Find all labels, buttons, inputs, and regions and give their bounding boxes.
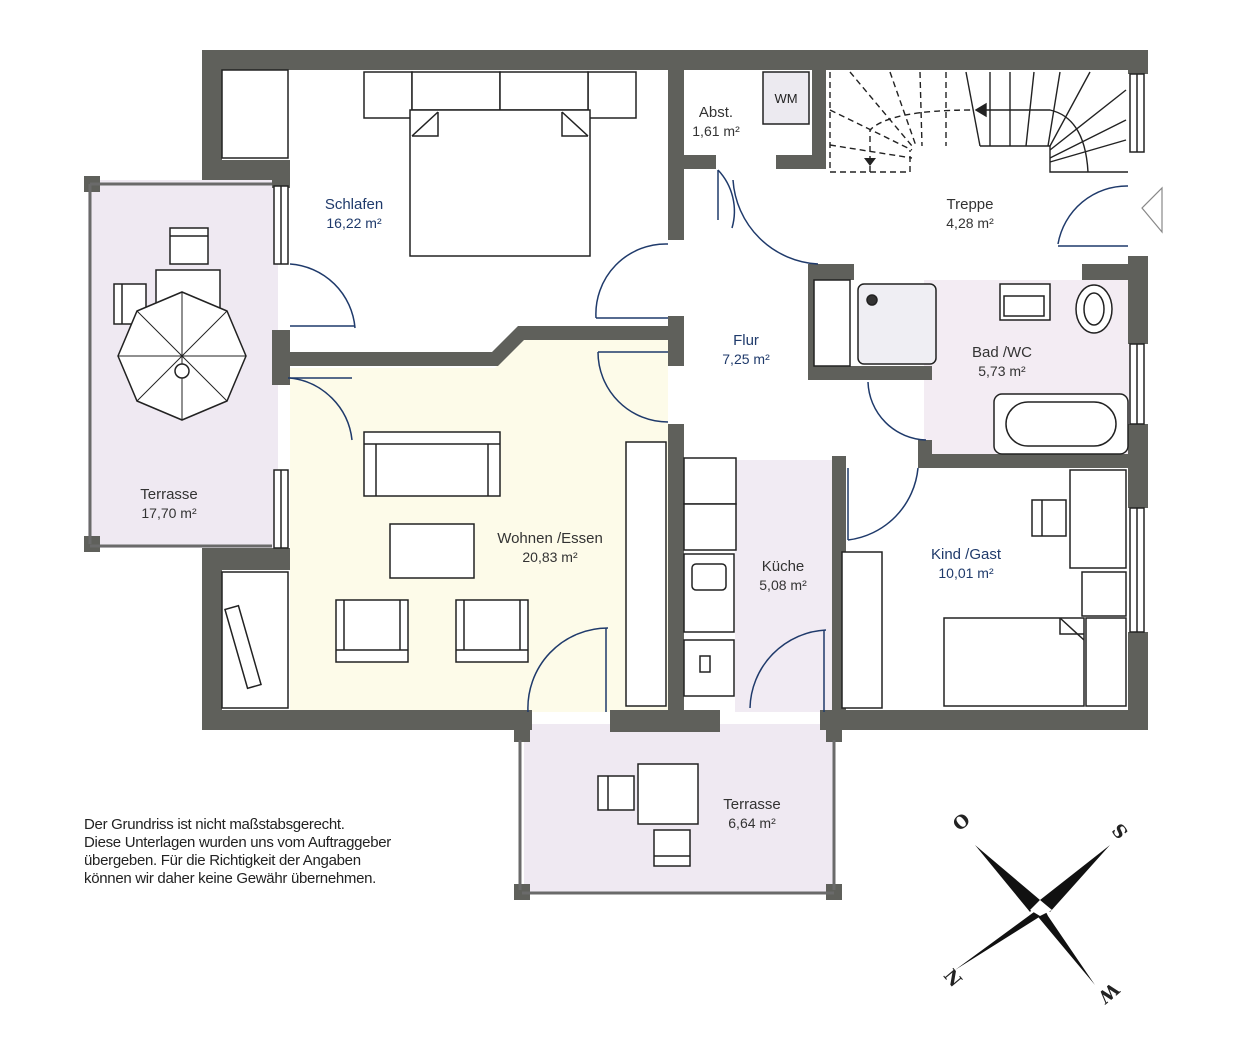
bedroom-wardrobe — [221, 69, 289, 159]
tv — [224, 604, 262, 690]
room-label-terrasse-west: Terrasse 17,70 m² — [140, 486, 198, 521]
bath-cabinet — [813, 279, 851, 367]
kitchen-fill — [735, 460, 833, 712]
shelf-unit — [625, 441, 667, 707]
kid-shelf — [1081, 571, 1127, 617]
sideboard-left — [221, 571, 289, 709]
desk-chair — [1031, 499, 1067, 537]
terrace-chair-south-left — [597, 775, 635, 811]
washing-machine — [762, 71, 810, 125]
windows — [273, 73, 1145, 633]
entrance-arrow-icon — [1141, 186, 1163, 234]
sofa — [363, 431, 501, 497]
bed-headboard-left — [411, 71, 501, 111]
room-label-terrasse-south: Terrasse 6,64 m² — [723, 796, 781, 831]
terrace-railings — [88, 182, 836, 895]
armchair-left — [335, 599, 409, 663]
disclaimer-text: Der Grundriss ist nicht maßstabsgerecht.… — [84, 816, 391, 887]
bed-headboard-right — [499, 71, 589, 111]
room-label-wohnen: Wohnen /Essen 20,83 m² — [497, 530, 603, 565]
nightstand-left — [363, 71, 413, 119]
single-bed — [943, 617, 1085, 707]
armchair-right — [455, 599, 529, 663]
bed-side-unit — [1085, 617, 1127, 707]
doors — [288, 169, 1129, 713]
terrace-table-south — [637, 763, 699, 825]
room-label-kind: Kind /Gast 10,01 m² — [930, 546, 1002, 581]
kitchen-counter-1 — [683, 457, 737, 505]
nightstand-right — [587, 71, 637, 119]
sink — [691, 563, 727, 591]
room-label-bad: Bad /WC 5,73 m² — [971, 344, 1033, 379]
terrace-chair-top — [169, 227, 209, 265]
washing-machine-label: WM — [774, 90, 798, 106]
walls — [84, 50, 1148, 900]
shower — [857, 283, 937, 365]
kid-cabinet — [841, 551, 883, 709]
desk — [1069, 469, 1127, 569]
furniture — [113, 69, 1129, 867]
staircase — [828, 70, 1128, 173]
room-label-flur: Flur 7,25 m² — [722, 332, 770, 367]
room-label-schlafen: Schlafen 16,22 m² — [324, 196, 384, 231]
coffee-table — [389, 523, 475, 579]
kitchen-counter-2 — [683, 503, 737, 551]
compass-rose-icon — [955, 845, 1110, 985]
room-label-abst: Abst. 1,61 m² — [692, 104, 740, 139]
double-bed — [409, 109, 591, 257]
room-label-treppe: Treppe 4,28 m² — [946, 196, 994, 231]
room-label-kueche: Küche 5,08 m² — [759, 558, 807, 593]
terrace-chair-south-bottom — [653, 829, 691, 867]
